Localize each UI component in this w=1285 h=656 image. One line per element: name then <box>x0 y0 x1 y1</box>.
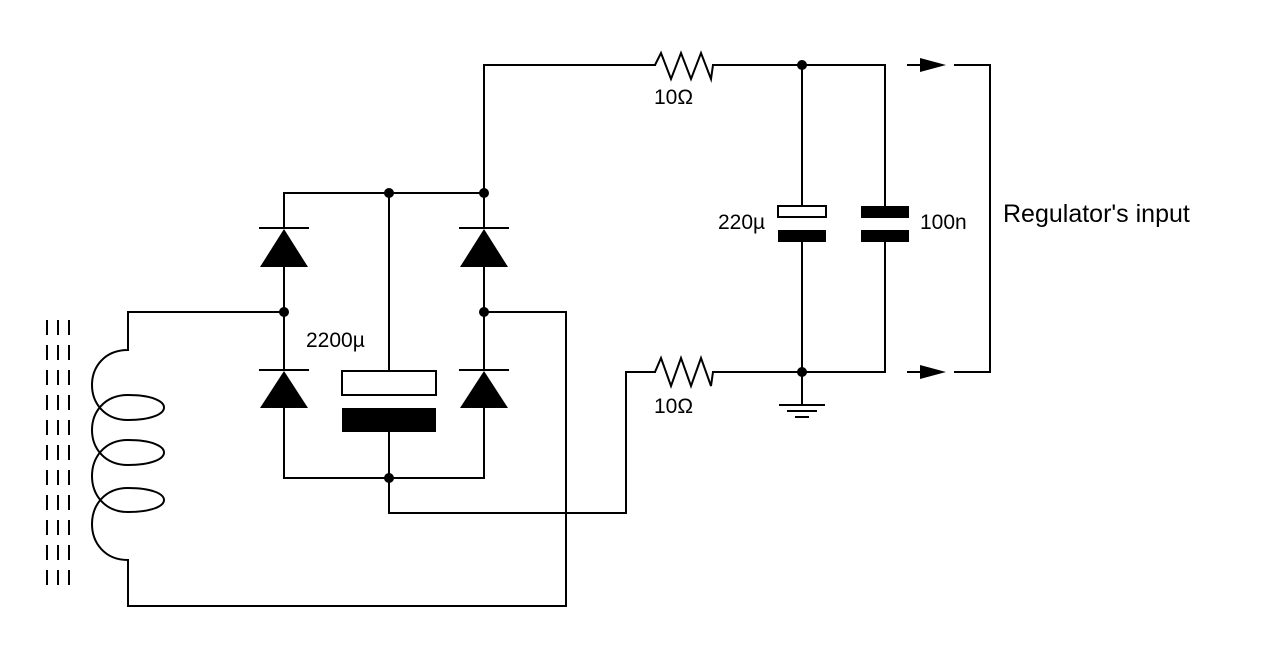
resistor-top <box>654 50 714 83</box>
diode-bottom-left <box>259 369 309 408</box>
capacitor-2200u <box>341 370 437 432</box>
transformer-core <box>46 320 70 590</box>
label-capacitor-220u: 220µ <box>718 211 765 234</box>
capacitor-100n <box>861 206 909 242</box>
label-resistor-bottom: 10Ω <box>654 395 693 418</box>
label-capacitor-2200u: 2200µ <box>306 329 365 352</box>
diode-bottom-right <box>459 369 509 408</box>
ground-icon <box>779 404 825 418</box>
transformer-winding <box>91 312 165 606</box>
resistor-bottom <box>654 355 714 389</box>
label-resistor-top: 10Ω <box>654 86 693 109</box>
diode-top-right <box>459 227 509 267</box>
wiring <box>127 64 991 607</box>
junctions <box>279 60 807 483</box>
capacitor-220u <box>777 205 827 242</box>
output-arrow-bottom-icon <box>907 365 946 379</box>
output-arrow-top-icon <box>907 58 946 72</box>
diode-top-left <box>259 227 309 267</box>
label-capacitor-100n: 100n <box>920 211 967 234</box>
label-regulator-input: Regulator's input <box>1003 200 1190 228</box>
